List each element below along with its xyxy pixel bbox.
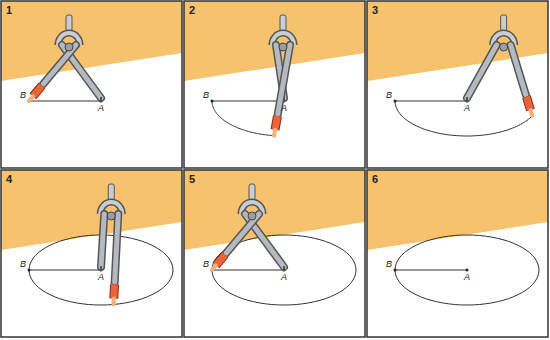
point-b: [28, 269, 31, 272]
panel-wall: [1, 1, 182, 81]
pencil-body: [109, 284, 119, 298]
panel: [367, 1, 548, 168]
radius-line: [29, 101, 101, 102]
radius-line: [212, 270, 284, 271]
panel-floor: [184, 170, 365, 337]
point-b: [394, 100, 397, 103]
compass-handle: [280, 15, 286, 31]
needle-point: [100, 97, 102, 101]
panel-border: [1, 170, 182, 337]
pencil-leg: [115, 214, 119, 282]
pencil-tip: [112, 298, 116, 304]
point-label: A: [464, 104, 470, 113]
panel-floor: [1, 1, 182, 168]
compass-hinge: [65, 43, 73, 51]
radius-line: [395, 270, 467, 271]
pencil-body: [526, 97, 530, 110]
point-b: [394, 269, 397, 272]
pencil-body: [526, 97, 530, 110]
pencil-tip: [29, 96, 33, 101]
panel-floor: [367, 1, 548, 168]
panel-border: [1, 1, 182, 168]
panel: [184, 1, 365, 168]
panel-floor: [367, 170, 548, 337]
panel-border: [367, 1, 548, 168]
pencil-body: [110, 284, 118, 298]
needle-leg: [101, 214, 104, 267]
needle-leg: [101, 214, 104, 267]
panel-border: [184, 170, 365, 337]
panel-number: 1: [6, 5, 12, 16]
point-label: B: [386, 91, 392, 100]
needle-leg: [467, 45, 497, 98]
radius-line: [212, 101, 284, 102]
pencil-tip: [531, 110, 533, 116]
drawn-circle: [395, 235, 539, 305]
pencil-body: [216, 255, 225, 266]
panel-floor: [184, 1, 365, 168]
point-label: B: [386, 260, 392, 269]
compass-hinge: [107, 212, 115, 220]
needle-point: [466, 97, 468, 101]
drawn-circle: [395, 101, 532, 136]
pencil-body: [275, 116, 277, 130]
point-label: B: [203, 91, 209, 100]
drawn-circle: [212, 101, 274, 136]
pencil-body: [33, 86, 42, 97]
needle-leg: [467, 45, 497, 98]
radius-line: [29, 270, 101, 271]
needle-point: [100, 266, 102, 270]
pencil-leg: [278, 45, 290, 114]
compass-handle: [501, 15, 507, 31]
panel: [1, 170, 182, 337]
point-label: B: [203, 260, 209, 269]
point-b: [211, 100, 214, 103]
pencil-body: [216, 255, 225, 266]
point-label: A: [98, 104, 104, 113]
panel-number: 2: [189, 5, 195, 16]
pencil-leg: [278, 45, 290, 114]
panel-wall: [1, 170, 182, 250]
panel-number: 6: [372, 174, 378, 185]
panel-number: 3: [372, 5, 378, 16]
compass-handle: [66, 15, 72, 31]
point-label: A: [281, 104, 287, 113]
panel-wall: [367, 170, 548, 250]
panel: [184, 170, 365, 337]
compass-hinge: [248, 212, 256, 220]
compass-hinge: [279, 43, 287, 51]
point-label: B: [20, 91, 26, 100]
panel: [1, 1, 182, 168]
panel-border: [367, 170, 548, 337]
pencil-body: [275, 116, 277, 130]
panel-wall: [184, 1, 365, 81]
point-label: A: [98, 273, 104, 282]
radius-line: [395, 101, 467, 102]
compass-hinge: [500, 43, 508, 51]
point-label: A: [464, 273, 470, 282]
compass-handle: [108, 184, 114, 200]
point-a: [466, 269, 469, 272]
panel-floor: [1, 170, 182, 337]
panel: [367, 170, 548, 337]
pencil-body: [33, 86, 42, 97]
needle-point: [283, 266, 285, 270]
panel-number: 5: [189, 174, 195, 185]
point-label: A: [281, 273, 287, 282]
panel-wall: [184, 170, 365, 250]
compass-handle: [249, 184, 255, 200]
panel-number: 4: [6, 174, 12, 185]
pencil-leg: [511, 45, 526, 95]
pencil-tip: [274, 130, 275, 136]
pencil-tip: [212, 265, 216, 270]
point-label: B: [20, 260, 26, 269]
panel-border: [184, 1, 365, 168]
pencil-leg: [115, 214, 119, 282]
pencil-leg: [511, 45, 526, 95]
